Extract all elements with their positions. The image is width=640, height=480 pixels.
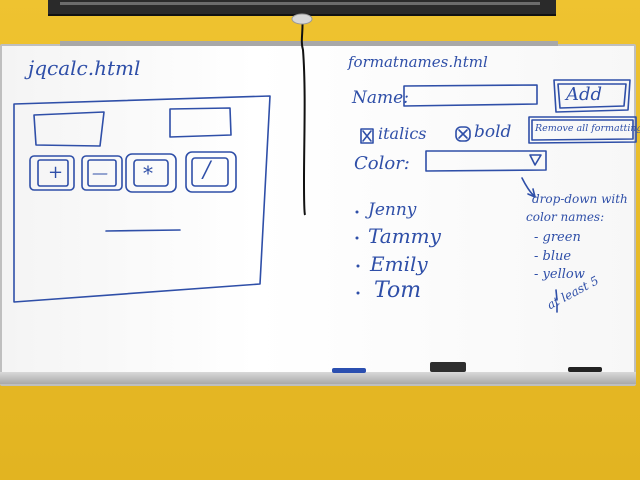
- name-item-2: Tammy: [368, 224, 441, 248]
- color-label: Color:: [354, 153, 410, 174]
- name-item-1: Jenny: [368, 200, 417, 220]
- calc-btn-plus-outer: [29, 155, 75, 191]
- marker-blue: [332, 368, 366, 373]
- calc-input-left: [33, 111, 105, 147]
- note-arrow: [521, 177, 536, 198]
- calc-btn-times-inner: [133, 159, 169, 187]
- name-input-box: [403, 84, 538, 107]
- calc-btn-plus-inner: [37, 159, 69, 187]
- bold-label: bold: [474, 122, 512, 142]
- calc-input-right: [169, 107, 232, 138]
- calc-op-divide: /: [203, 158, 211, 183]
- remove-formatting-label: Remove all formatting: [535, 123, 640, 134]
- calc-btn-divide-outer: [185, 151, 237, 193]
- calc-btn-minus-inner: [87, 159, 117, 187]
- color-item-green: - green: [534, 230, 581, 245]
- add-button-label: Add: [566, 84, 603, 105]
- color-select-arrow: [529, 154, 542, 166]
- note-line-2: color names:: [526, 210, 605, 224]
- add-button-box: [553, 79, 631, 113]
- projector-screen-highlight: [60, 2, 540, 5]
- name-item-3: Emily: [370, 252, 428, 276]
- calc-op-plus: +: [48, 162, 64, 183]
- calc-btn-times-outer: [125, 153, 177, 193]
- color-select-box: [425, 150, 547, 172]
- bold-checkbox: [455, 126, 471, 142]
- whiteboard-top-rail: [60, 41, 558, 46]
- italics-checkbox: [360, 128, 374, 144]
- italics-label: italics: [378, 124, 427, 143]
- calc-result-line: [105, 229, 181, 232]
- left-board-title: jqcalc.html: [28, 56, 141, 80]
- calc-btn-minus-outer: [81, 155, 123, 191]
- marker-black: [568, 367, 602, 372]
- right-board-title: formatnames.html: [348, 53, 488, 71]
- color-item-yellow: - yellow: [534, 267, 585, 282]
- calc-btn-divide-inner: [191, 157, 229, 187]
- color-item-blue: - blue: [534, 249, 572, 264]
- calc-op-times: *: [143, 161, 153, 185]
- note-dashes: [555, 289, 558, 313]
- whiteboard-eraser: [430, 362, 466, 372]
- marker-tray: [0, 372, 636, 384]
- name-item-4: Tom: [374, 278, 422, 303]
- name-label: Name:: [352, 88, 409, 108]
- calc-outline: [13, 95, 271, 303]
- calc-op-minus: —: [92, 163, 108, 182]
- remove-formatting-box: [528, 116, 637, 144]
- note-line-1: drop-down with: [532, 192, 628, 206]
